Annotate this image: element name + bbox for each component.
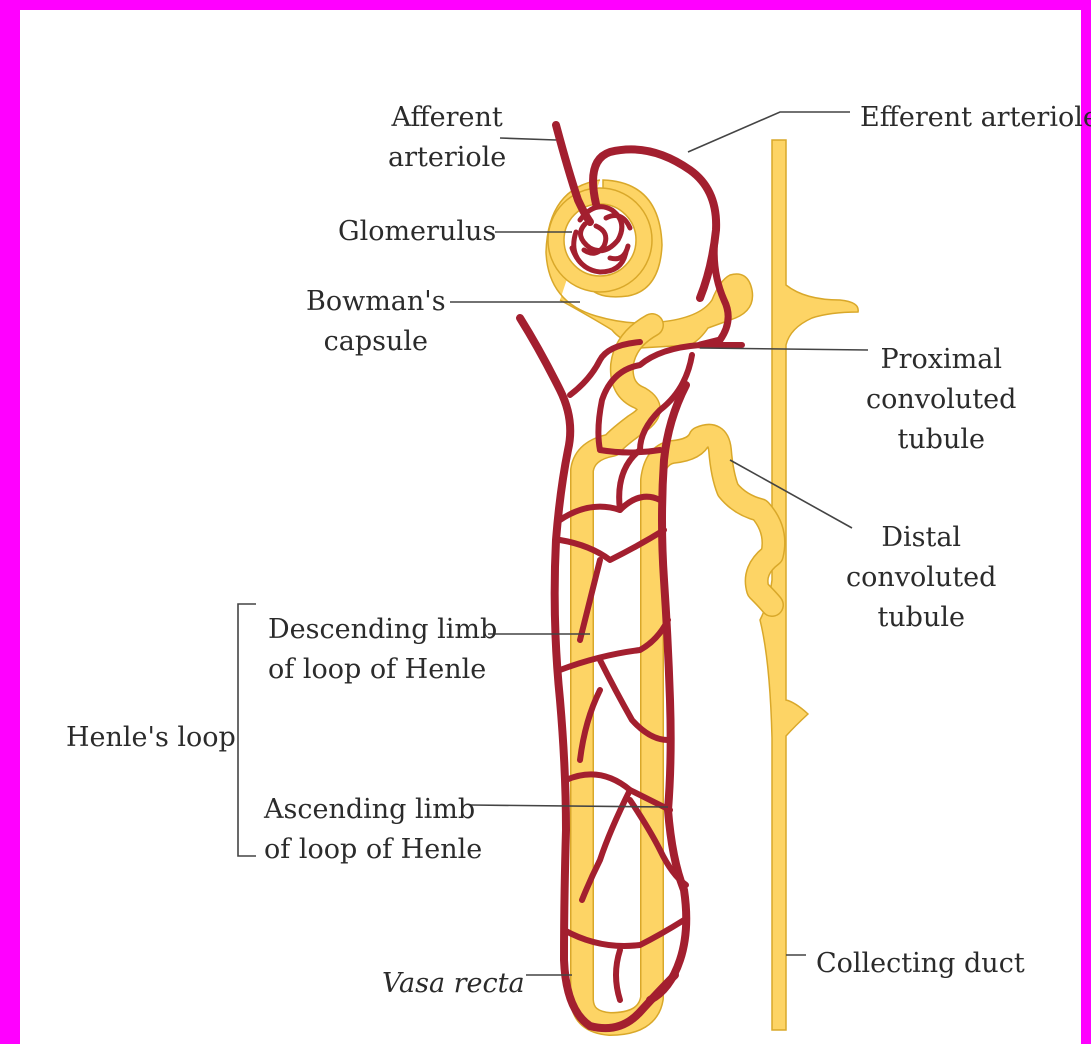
distal-tubule-line-2: convoluted bbox=[846, 558, 996, 598]
efferent-arteriole-label: Efferent arteriole bbox=[860, 98, 1091, 138]
glomerulus-label: Glomerulus bbox=[338, 212, 496, 252]
collecting-duct bbox=[760, 140, 858, 1030]
diagram-frame: Afferent arteriole Efferent arteriole Gl… bbox=[20, 10, 1081, 1044]
afferent-arteriole-line-1: Afferent bbox=[388, 98, 506, 138]
proximal-tubule-line-2: convoluted bbox=[866, 380, 1016, 420]
bowmans-capsule-line-2: capsule bbox=[306, 322, 446, 362]
ascending-limb-label: Ascending limb of loop of Henle bbox=[264, 790, 482, 870]
bowmans-capsule-label: Bowman's capsule bbox=[306, 282, 446, 362]
afferent-arteriole-label: Afferent arteriole bbox=[388, 98, 506, 178]
vasa-recta-label: Vasa recta bbox=[382, 964, 525, 1004]
distal-tubule-label: Distal convoluted tubule bbox=[846, 518, 996, 638]
distal-tubule-line-1: Distal bbox=[846, 518, 996, 558]
bowmans-capsule-line-1: Bowman's bbox=[306, 282, 446, 322]
ascending-limb-line-1: Ascending limb bbox=[264, 790, 482, 830]
afferent-arteriole-line-2: arteriole bbox=[388, 138, 506, 178]
descending-limb-line-1: Descending limb bbox=[268, 610, 497, 650]
proximal-tubule-label: Proximal convoluted tubule bbox=[866, 340, 1016, 460]
proximal-tubule-line-3: tubule bbox=[866, 420, 1016, 460]
henles-loop-label: Henle's loop bbox=[66, 718, 236, 758]
descending-limb-label: Descending limb of loop of Henle bbox=[268, 610, 497, 690]
collecting-duct-label: Collecting duct bbox=[816, 944, 1025, 984]
distal-tubule-line-3: tubule bbox=[846, 598, 996, 638]
descending-limb-line-2: of loop of Henle bbox=[268, 650, 497, 690]
ascending-limb-line-2: of loop of Henle bbox=[264, 830, 482, 870]
proximal-tubule-line-1: Proximal bbox=[866, 340, 1016, 380]
